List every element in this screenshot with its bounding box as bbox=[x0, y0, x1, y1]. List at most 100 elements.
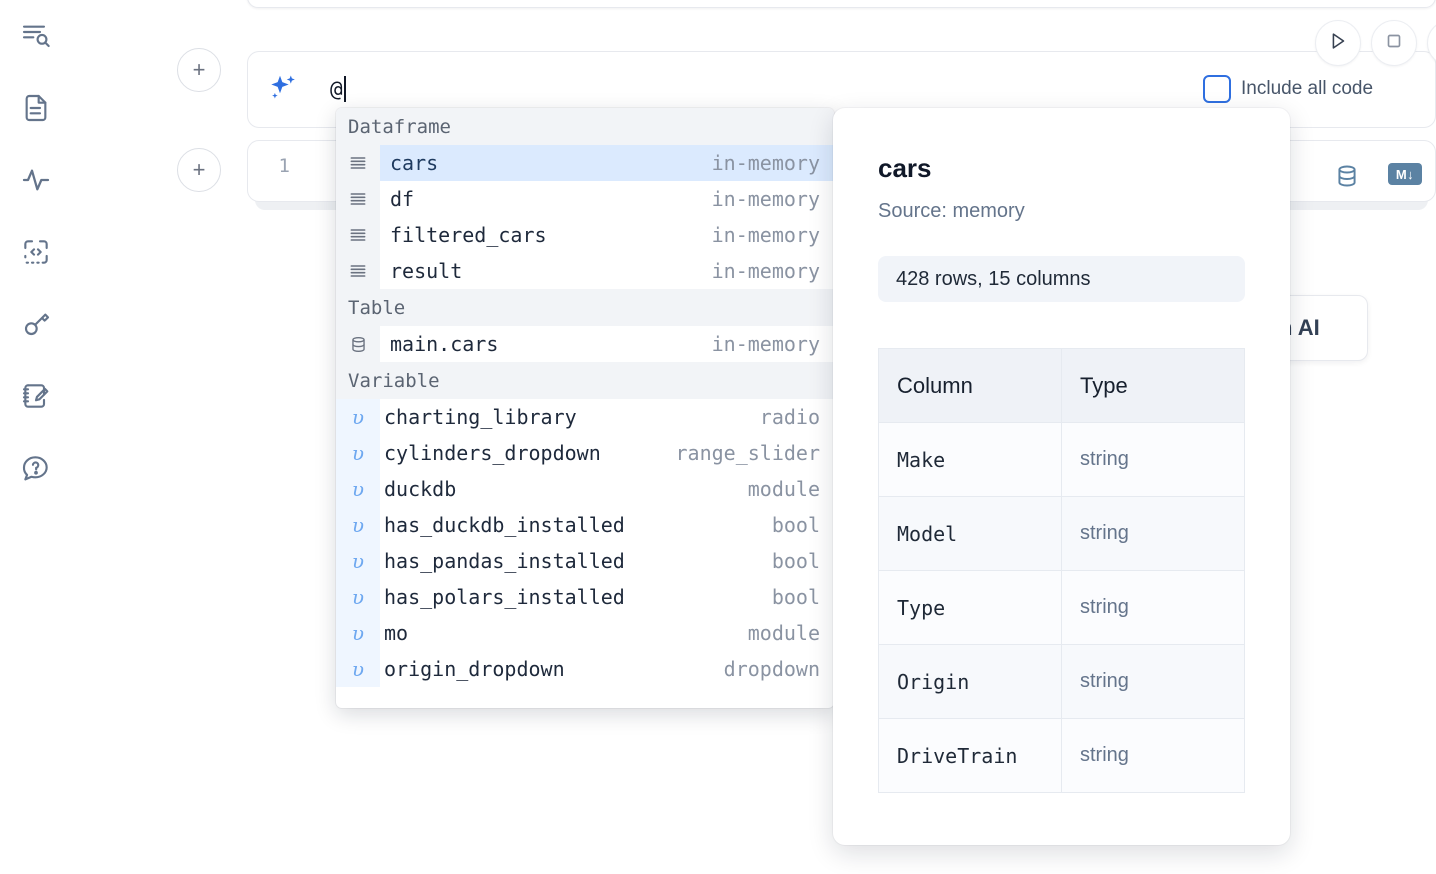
variable-icon: υ bbox=[336, 507, 380, 543]
stop-button[interactable] bbox=[1371, 20, 1417, 66]
sidebar-item-scratchpad[interactable] bbox=[14, 374, 58, 418]
doc-column-name: Type bbox=[878, 570, 1062, 645]
play-icon bbox=[1327, 30, 1349, 57]
autocomplete-item-name: cars bbox=[390, 151, 439, 175]
doc-title: cars bbox=[878, 153, 932, 183]
add-cell-button-top[interactable]: + bbox=[177, 48, 221, 92]
autocomplete-item-name: result bbox=[390, 259, 463, 283]
database-icon[interactable] bbox=[1334, 163, 1360, 194]
cell-above-edge bbox=[247, 0, 1436, 8]
sidebar-item-snippets[interactable] bbox=[14, 230, 58, 274]
autocomplete-item-name: main.cars bbox=[390, 332, 499, 356]
markdown-badge[interactable]: M↓ bbox=[1388, 163, 1422, 185]
doc-column-type: string bbox=[1061, 422, 1245, 497]
doc-table-header-row: Column Type bbox=[878, 348, 1245, 423]
autocomplete-item-type: bool bbox=[771, 513, 820, 537]
stop-icon bbox=[1383, 30, 1405, 57]
autocomplete-item-name: has_polars_installed bbox=[384, 585, 625, 609]
autocomplete-item-name: charting_library bbox=[384, 405, 577, 429]
doc-column-type: string bbox=[1061, 718, 1245, 793]
autocomplete-item-label: has_duckdb_installed bool bbox=[380, 507, 834, 543]
sidebar-item-activity[interactable] bbox=[14, 158, 58, 202]
key-icon bbox=[20, 308, 52, 340]
add-cell-button-bottom[interactable]: + bbox=[177, 148, 221, 192]
autocomplete-item-label: result in-memory bbox=[380, 253, 834, 289]
autocomplete-item-name: has_pandas_installed bbox=[384, 549, 625, 573]
autocomplete-item-type: module bbox=[747, 621, 820, 645]
include-all-code-checkbox[interactable] bbox=[1203, 75, 1231, 103]
autocomplete-item-name: mo bbox=[384, 621, 409, 645]
autocomplete-item[interactable]: cars in-memory bbox=[336, 145, 834, 181]
doc-column-name: DriveTrain bbox=[878, 718, 1062, 793]
table-rows-icon bbox=[336, 217, 380, 253]
file-text-icon bbox=[20, 92, 52, 124]
autocomplete-item-type: range_slider bbox=[675, 441, 821, 465]
autocomplete-item-type: in-memory bbox=[711, 187, 820, 211]
autocomplete-item-label: has_polars_installed bool bbox=[380, 579, 834, 615]
sidebar-item-secrets[interactable] bbox=[14, 302, 58, 346]
variable-icon: υ bbox=[336, 615, 380, 651]
include-all-code-row[interactable]: Include all code bbox=[1203, 75, 1373, 103]
plus-icon: + bbox=[192, 157, 206, 182]
ai-prompt-input[interactable]: @ bbox=[330, 70, 346, 108]
autocomplete-item-label: cars in-memory bbox=[380, 145, 834, 181]
autocomplete-item-name: has_duckdb_installed bbox=[384, 513, 625, 537]
autocomplete-section-header: Variable bbox=[336, 362, 834, 399]
doc-table-header-column: Column bbox=[878, 348, 1062, 423]
variable-icon: υ bbox=[336, 579, 380, 615]
doc-table-header-type: Type bbox=[1061, 348, 1245, 423]
autocomplete-item-label: charting_library radio bbox=[380, 399, 834, 435]
variable-icon: υ bbox=[336, 435, 380, 471]
sidebar-item-files[interactable] bbox=[14, 86, 58, 130]
line-number: 1 bbox=[278, 155, 290, 177]
table-rows-icon bbox=[336, 181, 380, 217]
cell-toolbar: M↓ bbox=[1334, 163, 1422, 194]
autocomplete-item[interactable]: df in-memory bbox=[336, 181, 834, 217]
sidebar-item-explore[interactable] bbox=[14, 14, 58, 58]
plus-icon: + bbox=[192, 57, 206, 82]
help-chat-icon bbox=[20, 452, 52, 484]
sparkle-icon bbox=[265, 71, 301, 107]
autocomplete-item-type: in-memory bbox=[711, 151, 820, 175]
code-snippet-icon bbox=[20, 236, 52, 268]
autocomplete-item-type: module bbox=[747, 477, 820, 501]
autocomplete-item-label: df in-memory bbox=[380, 181, 834, 217]
autocomplete-item-label: mo module bbox=[380, 615, 834, 651]
include-all-code-label: Include all code bbox=[1241, 78, 1374, 99]
autocomplete-item-type: bool bbox=[771, 549, 820, 573]
autocomplete-item[interactable]: result in-memory bbox=[336, 253, 834, 289]
run-button[interactable] bbox=[1315, 20, 1361, 66]
autocomplete-item-type: in-memory bbox=[711, 259, 820, 283]
autocomplete-item-type: bool bbox=[771, 585, 820, 609]
outline-search-icon bbox=[20, 20, 52, 52]
text-caret bbox=[343, 76, 346, 102]
autocomplete-item-name: filtered_cars bbox=[390, 223, 547, 247]
autocomplete-item-type: dropdown bbox=[723, 657, 820, 681]
autocomplete-item-label: has_pandas_installed bool bbox=[380, 543, 834, 579]
autocomplete-item-type: radio bbox=[759, 405, 820, 429]
doc-column-name: Origin bbox=[878, 644, 1062, 719]
autocomplete-item-name: df bbox=[390, 187, 415, 211]
sidebar-item-help[interactable] bbox=[14, 446, 58, 490]
